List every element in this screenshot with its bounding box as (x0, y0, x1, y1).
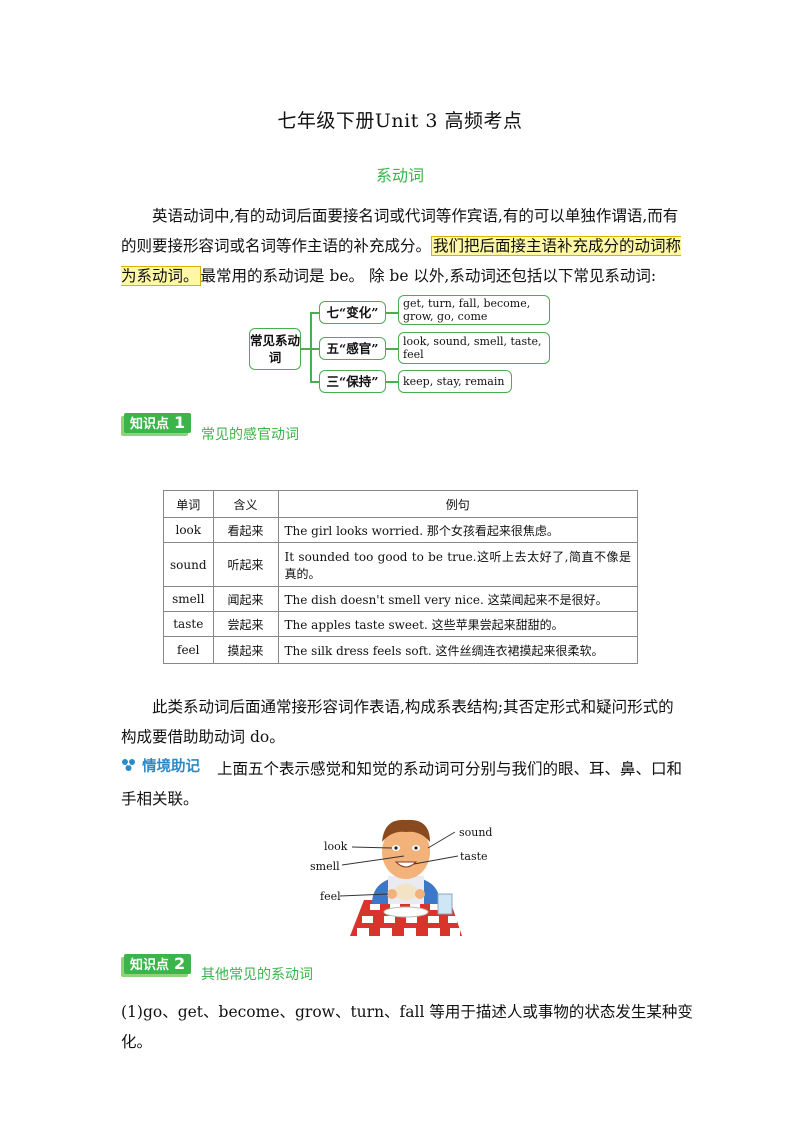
category-senses: 五“感官” (319, 337, 386, 360)
intro-line-1: 英语动词中,有的动词后面要接名词或代词等作宾语,有的可以单独作谓语,而有的则要 (121, 207, 679, 255)
table-header: 单词 (163, 490, 214, 518)
intro-line-2a: 接形容词或名词等作主语的补充成分。 (167, 237, 432, 255)
category-change: 七“变化” (319, 301, 386, 324)
table-cell: 听起来 (212, 542, 279, 587)
connector (310, 348, 319, 350)
concept-root: 常见系动词 (249, 328, 301, 370)
memory-tip-line-2: 关联。 (152, 790, 199, 808)
intro-paragraph: 英语动词中,有的动词后面要接名词或代词等作宾语,有的可以单独作谓语,而有的则要接… (121, 201, 683, 291)
connector (386, 381, 398, 383)
table-header-row: 单词 含义 例句 (163, 490, 639, 518)
label-smell: smell (310, 860, 340, 873)
intro-line-3: 常用的系动词是 be。 除 be 以外,系动词还包括以下常见系动词: (216, 267, 657, 285)
table-cell: look (163, 517, 214, 543)
boy-eating-illustration: look smell feel sound taste (310, 812, 500, 940)
table-cell: The silk dress feels soft. 这件丝绸连衣裙摸起来很柔软… (277, 636, 639, 664)
table-cell: It sounded too good to be true.这听上去太好了,简… (277, 542, 639, 587)
label-sound: sound (459, 826, 493, 839)
flower-icon (122, 759, 135, 771)
connector (301, 348, 310, 350)
after-table-line-2: 助助动词 do。 (183, 728, 285, 746)
examples-keep: keep, stay, remain (398, 370, 512, 393)
table-cell: taste (163, 611, 214, 637)
knowledge-point-title: 其他常见的系动词 (201, 967, 313, 983)
table-header: 含义 (212, 490, 279, 518)
connector (386, 312, 398, 314)
table-cell: The girl looks worried. 那个女孩看起来很焦虑。 (277, 517, 639, 543)
connector (310, 312, 319, 314)
table-cell: smell (163, 586, 214, 612)
label-taste: taste (460, 850, 488, 863)
table-cell: The apples taste sweet. 这些苹果尝起来甜甜的。 (277, 611, 639, 637)
table-row: sound 听起来 It sounded too good to be true… (163, 542, 639, 587)
section-title: 系动词 (375, 166, 424, 185)
table-cell: 尝起来 (212, 611, 279, 637)
table-cell: 闻起来 (212, 586, 279, 612)
linking-verb-table: 单词 含义 例句 look 看起来 The girl looks worried… (163, 490, 639, 664)
examples-change: get, turn, fall, become, grow, go, come (398, 295, 550, 325)
memory-tip-text: 上面五个表示感觉和知觉的系动词可分别与我们的眼、耳、鼻、口和手相关联。 (121, 754, 683, 814)
after-table-paragraph: 此类系动词后面通常接形容词作表语,构成系表结构;其否定形式和疑问形式的构成要借助… (121, 692, 683, 752)
table-row: look 看起来 The girl looks worried. 那个女孩看起来… (163, 517, 639, 543)
table-cell: The dish doesn't smell very nice. 这菜闻起来不… (277, 586, 639, 612)
connector (310, 312, 312, 381)
table-cell: 摸起来 (212, 636, 279, 664)
table-cell: feel (163, 636, 214, 664)
point2-text: (1)go、get、become、grow、turn、fall 等用于描述人或事… (121, 1003, 693, 1051)
page-title: 七年级下册Unit 3 高频考点 (277, 110, 523, 132)
table-cell: sound (163, 542, 214, 587)
connector (386, 348, 398, 350)
label-feel: feel (320, 890, 341, 903)
category-keep: 三“保持” (319, 370, 386, 393)
memory-tip-label: 情境助记 (121, 755, 200, 776)
after-table-line-1: 此类系动词后面通常接形容词作表语,构成系表结构;其否定形式和疑问形式的构成要借 (121, 698, 674, 746)
table-row: smell 闻起来 The dish doesn't smell very ni… (163, 586, 639, 612)
examples-senses: look, sound, smell, taste, feel (398, 332, 550, 364)
table-row: taste 尝起来 The apples taste sweet. 这些苹果尝起… (163, 611, 639, 637)
label-look: look (324, 840, 348, 853)
memory-tip-line-1: 上面五个表示感觉和知觉的系动词可分别与我们的眼、耳、鼻、口和手相 (121, 760, 683, 808)
connector (310, 381, 319, 383)
intro-line-2b: 最 (200, 267, 217, 285)
table-header: 例句 (277, 490, 639, 518)
table-row: feel 摸起来 The silk dress feels soft. 这件丝绸… (163, 636, 639, 664)
knowledge-point-title: 常见的感官动词 (201, 427, 299, 443)
boy-illustration-drawing (339, 819, 462, 936)
table-cell: 看起来 (212, 517, 279, 543)
